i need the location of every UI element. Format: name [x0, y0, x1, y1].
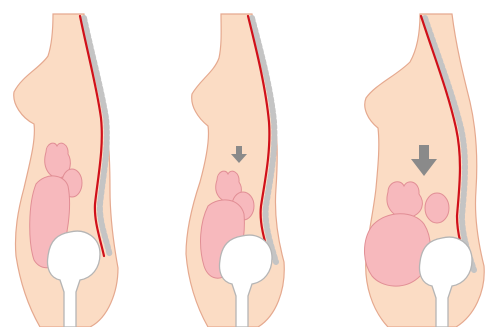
figure-normal-posture	[14, 14, 118, 327]
small-organ	[425, 193, 449, 223]
figure-mild-prolapse	[186, 14, 284, 327]
figure-severe-prolapse	[365, 14, 485, 327]
top-organ	[387, 182, 422, 218]
